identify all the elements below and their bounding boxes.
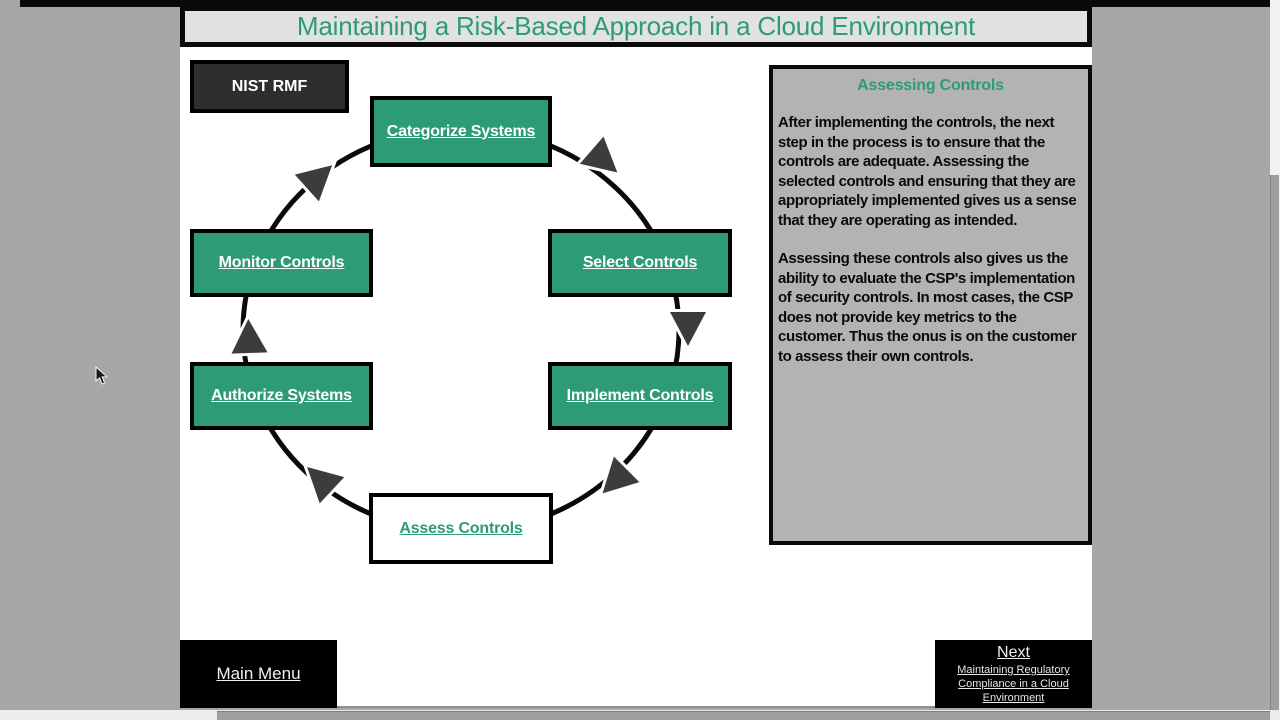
node-label: Monitor Controls	[218, 254, 345, 271]
node-categorize-systems: Categorize Systems	[370, 96, 552, 167]
node-implement-controls: Implement Controls	[548, 362, 732, 430]
mouse-cursor-icon	[95, 366, 109, 385]
next-target-label: Maintaining Regulatory Compliance in a C…	[957, 664, 1070, 704]
main-menu-label: Main Menu	[216, 664, 301, 683]
panel-paragraph: Assessing these controls also gives us t…	[778, 250, 1077, 365]
next-button[interactable]: Next Maintaining Regulatory Compliance i…	[935, 640, 1092, 708]
next-label: Next	[997, 644, 1030, 661]
window-top-border	[20, 0, 1270, 7]
assessing-controls-panel: Assessing Controls After implementing th…	[769, 65, 1092, 545]
node-monitor-controls: Monitor Controls	[190, 229, 373, 297]
vertical-scrollbar-thumb[interactable]	[1270, 175, 1279, 710]
node-label: Select Controls	[582, 254, 698, 271]
node-label: Implement Controls	[566, 387, 714, 404]
node-select-controls: Select Controls	[548, 229, 732, 297]
node-label: Authorize Systems	[211, 387, 352, 404]
scrollbar-corner	[1270, 710, 1280, 720]
horizontal-scrollbar-thumb[interactable]	[217, 711, 1270, 720]
panel-paragraph: After implementing the controls, the nex…	[778, 114, 1077, 229]
horizontal-scrollbar[interactable]	[0, 710, 1280, 720]
node-assess-controls: Assess Controls	[369, 493, 553, 564]
nist-rmf-label-box: NIST RMF	[190, 60, 349, 113]
panel-title: Assessing Controls	[857, 77, 1004, 94]
slide-title: Maintaining a Risk-Based Approach in a C…	[296, 11, 976, 41]
main-menu-button[interactable]: Main Menu	[180, 640, 337, 708]
node-label: Categorize Systems	[386, 122, 536, 140]
slide-title-bar: Maintaining a Risk-Based Approach in a C…	[180, 6, 1092, 47]
nist-rmf-label: NIST RMF	[231, 77, 308, 95]
node-authorize-systems: Authorize Systems	[190, 362, 373, 430]
vertical-scrollbar[interactable]	[1270, 0, 1280, 710]
node-label: Assess Controls	[399, 519, 523, 537]
